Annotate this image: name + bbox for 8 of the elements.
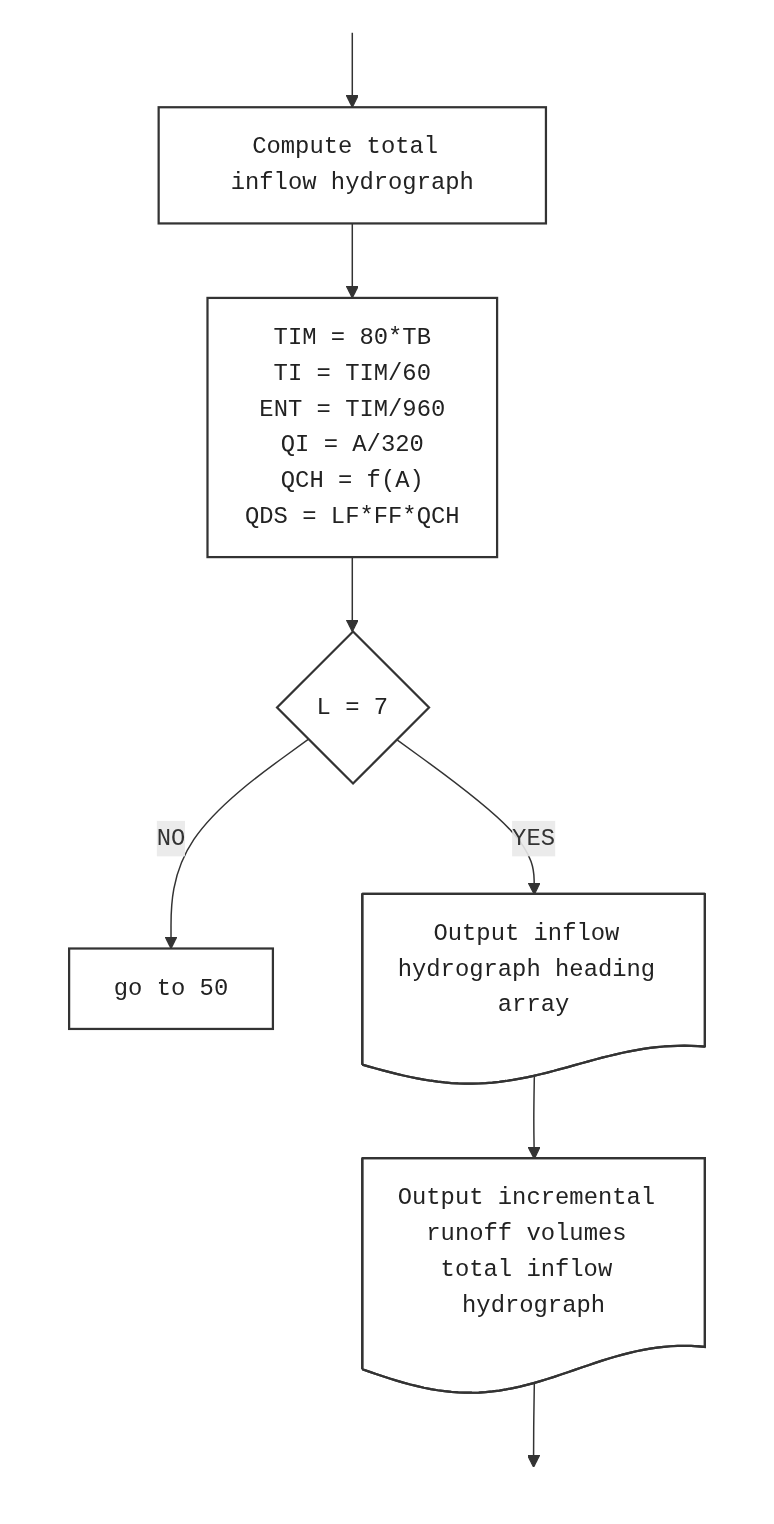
edge-label: YES <box>512 825 556 853</box>
node-box: go to 50 <box>68 947 275 1031</box>
arrow <box>345 32 359 108</box>
arrow <box>527 1383 541 1468</box>
node-box: Compute total inflow hydrograph <box>157 106 548 225</box>
node-diamond: L = 7 <box>275 630 431 786</box>
edge-label: NO <box>156 825 186 853</box>
node-box: TIM = 80*TB TI = TIM/60 ENT = TIM/960 QI = A/320 QCH = f(A) QDS = LF*FF*QCH <box>206 296 499 559</box>
